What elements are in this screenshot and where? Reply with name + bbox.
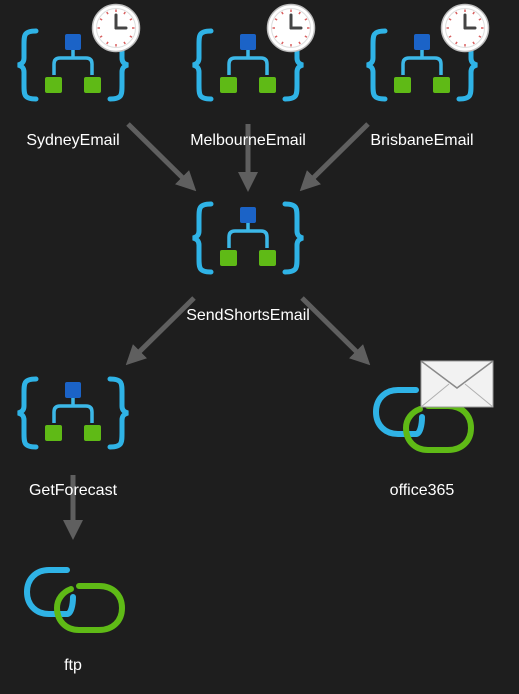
action-step-left [45,77,62,93]
connection-icon [372,387,475,453]
node-label-sydneyemail: SydneyEmail [26,132,120,149]
link-left [23,567,70,617]
trigger-step [65,34,81,50]
edge-sendshortsemail-to-office365 [300,296,371,366]
link-right [53,583,126,633]
trigger-step [414,34,430,50]
left-brace [192,28,214,102]
edge-brisbaneemail-to-sendshortsemail [299,122,370,192]
clock-icon [440,3,490,53]
node-label-brisbaneemail: BrisbaneEmail [370,132,474,149]
link-left [372,387,419,437]
left-brace [366,28,388,102]
flow-connector [227,222,269,248]
node-ftp[interactable] [23,567,126,633]
flow-connector [401,49,443,75]
node-label-ftp: ftp [64,657,82,674]
flow-connector [52,397,94,423]
envelope-icon [420,360,494,408]
node-sendshortsemail[interactable] [192,201,304,275]
node-office365[interactable] [372,387,475,453]
link-right [402,403,475,453]
flow-connector [52,49,94,75]
nodes-layer [17,3,494,633]
action-step-right [84,77,101,93]
clock-icon [91,3,141,53]
node-getforecast[interactable] [17,376,129,450]
action-step-left [220,77,237,93]
node-label-getforecast: GetForecast [28,482,118,499]
left-brace [17,376,39,450]
action-step-left [220,250,237,266]
action-step-right [259,77,276,93]
logic-app-icon [192,28,304,102]
trigger-step [240,207,256,223]
left-brace [17,28,39,102]
action-step-left [394,77,411,93]
right-brace [282,201,304,275]
trigger-step [240,34,256,50]
action-step-right [433,77,450,93]
node-label-melbourneemail: MelbourneEmail [190,132,306,149]
action-step-right [259,250,276,266]
node-label-office365: office365 [389,482,455,499]
logic-app-icon [192,201,304,275]
right-brace [107,376,129,450]
edges-layer [63,122,371,540]
node-melbourneemail[interactable] [192,28,304,102]
action-step-left [45,425,62,441]
edge-sydneyemail-to-sendshortsemail [126,122,197,192]
logic-app-icon [17,376,129,450]
action-step-right [84,425,101,441]
clock-icon [266,3,316,53]
node-label-sendshortsemail: SendShortsEmail [186,307,310,324]
trigger-step [65,382,81,398]
left-brace [192,201,214,275]
flow-connector [227,49,269,75]
connection-icon [23,567,126,633]
edge-sendshortsemail-to-getforecast [125,296,196,366]
